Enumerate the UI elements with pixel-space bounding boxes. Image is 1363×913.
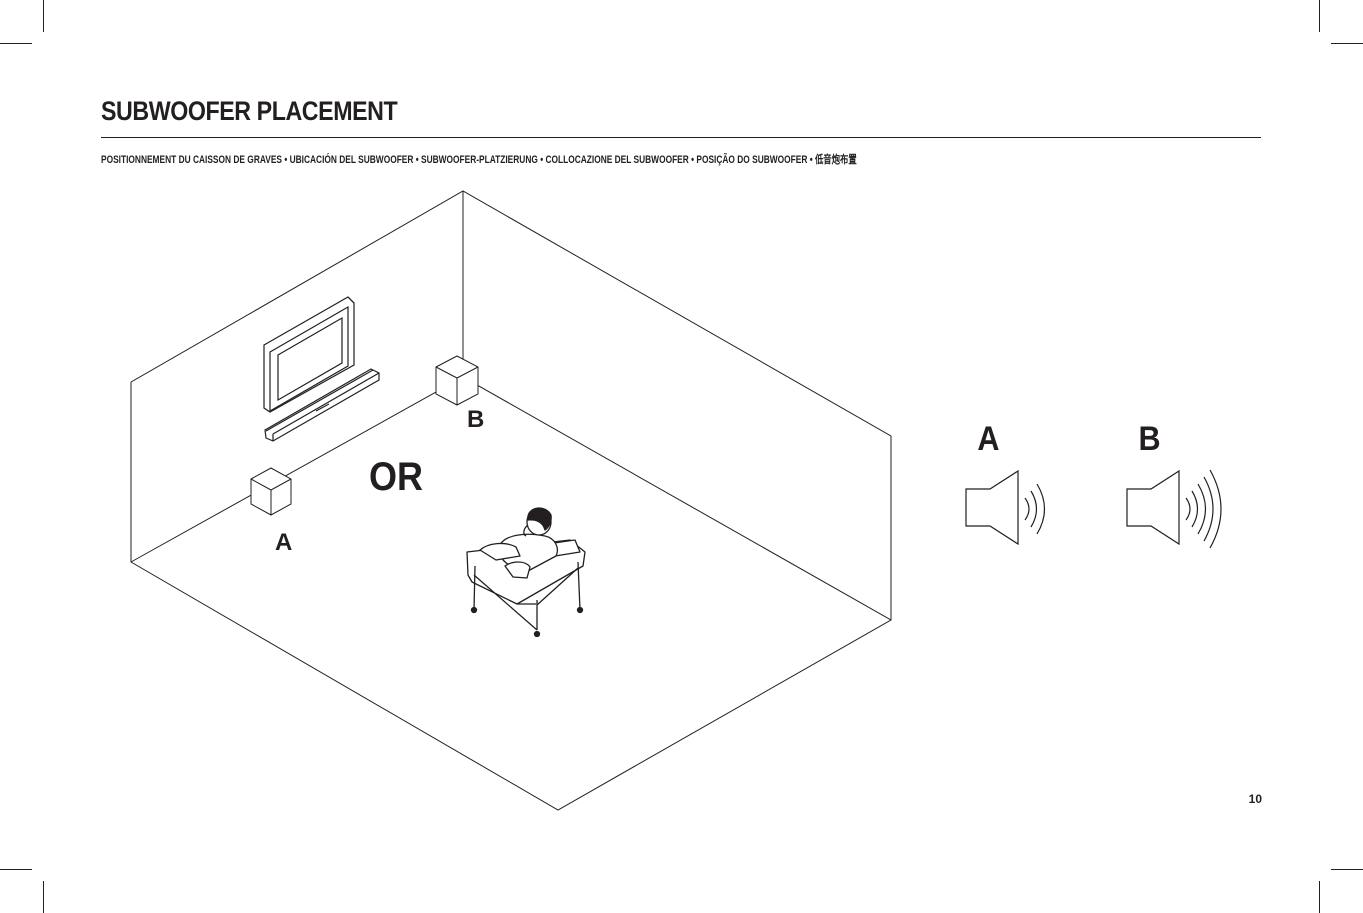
page-number: 10 bbox=[1248, 792, 1262, 806]
subwoofer-b-icon bbox=[435, 355, 479, 406]
room-label-b: B bbox=[467, 406, 484, 433]
crop-mark-top-right-h bbox=[1331, 43, 1363, 44]
crop-mark-bottom-right-h bbox=[1331, 869, 1363, 870]
crop-mark-top-left-h bbox=[0, 43, 32, 44]
crop-mark-top-right-v bbox=[1319, 0, 1320, 32]
legend-label-b: B bbox=[1139, 420, 1161, 458]
sound-waves-a-icon bbox=[1024, 483, 1046, 535]
room-outline bbox=[130, 190, 892, 811]
speaker-a-icon bbox=[965, 469, 1019, 546]
person-on-chair-icon bbox=[466, 507, 586, 638]
or-label: OR bbox=[369, 455, 423, 499]
tv-icon bbox=[263, 296, 355, 413]
room-label-a: A bbox=[275, 529, 292, 556]
crop-mark-bottom-left-v bbox=[43, 881, 44, 913]
speaker-b-icon bbox=[1126, 469, 1180, 546]
soundbar-icon bbox=[264, 368, 380, 442]
legend-label-a: A bbox=[977, 420, 999, 458]
crop-mark-bottom-right-v bbox=[1319, 881, 1320, 913]
crop-mark-top-left-v bbox=[43, 0, 44, 32]
title-divider bbox=[101, 137, 1261, 138]
crop-mark-bottom-left-h bbox=[0, 869, 32, 870]
subwoofer-a-icon bbox=[250, 467, 292, 516]
sound-waves-b-icon bbox=[1185, 469, 1222, 549]
page-subtitle: POSITIONNEMENT DU CAISSON DE GRAVES • UB… bbox=[101, 154, 857, 166]
page-title: SUBWOOFER PLACEMENT bbox=[101, 96, 398, 126]
